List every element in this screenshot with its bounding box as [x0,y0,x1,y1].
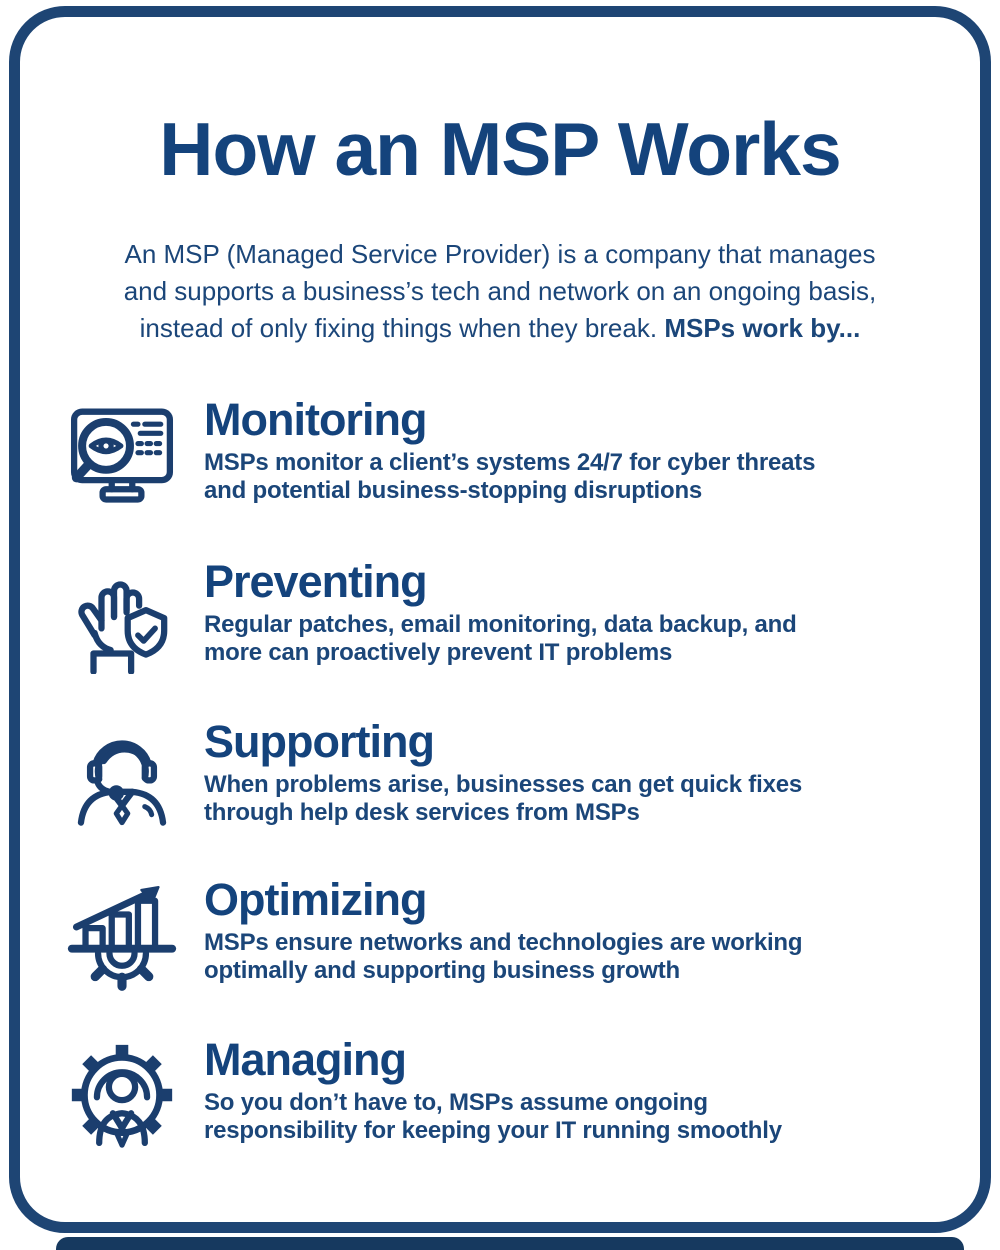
intro-line-3: instead of only fixing things when they … [139,313,665,343]
section-body-preventing: Regular patches, email monitoring, data … [204,611,797,666]
gear-person-icon [60,1034,184,1164]
hand-shield-icon [60,556,184,686]
growth-chart-gear-icon [60,874,184,1004]
section-heading-preventing: Preventing [204,556,428,607]
section-heading-optimizing: Optimizing [204,874,427,925]
infographic-card-border [9,6,991,1233]
intro-line-1: An MSP (Managed Service Provider) is a c… [124,239,876,269]
section-monitoring: Monitoring MSPs monitor a client’s syste… [60,394,940,524]
section-preventing: Preventing Regular patches, email monito… [60,556,940,686]
section-optimizing: Optimizing MSPs ensure networks and tech… [60,874,940,1004]
support-agent-icon [60,716,184,846]
section-body-optimizing: MSPs ensure networks and technologies ar… [204,929,803,984]
next-card-top-edge [56,1237,964,1250]
section-heading-managing: Managing [204,1034,407,1085]
page-title: How an MSP Works [159,107,841,191]
monitor-magnifier-icon [60,394,184,524]
section-managing: Managing So you don’t have to, MSPs assu… [60,1034,940,1164]
intro-line-3-bold: MSPs work by... [664,313,861,343]
section-heading-supporting: Supporting [204,716,435,767]
section-body-supporting: When problems arise, businesses can get … [204,771,803,826]
intro-line-2: and supports a business’s tech and netwo… [123,276,877,306]
intro-paragraph: An MSP (Managed Service Provider) is a c… [0,236,1000,347]
section-body-monitoring: MSPs monitor a client’s systems 24/7 for… [204,449,816,504]
section-supporting: Supporting When problems arise, business… [60,716,940,846]
section-body-managing: So you don’t have to, MSPs assume ongoin… [204,1089,782,1144]
section-heading-monitoring: Monitoring [204,394,427,445]
